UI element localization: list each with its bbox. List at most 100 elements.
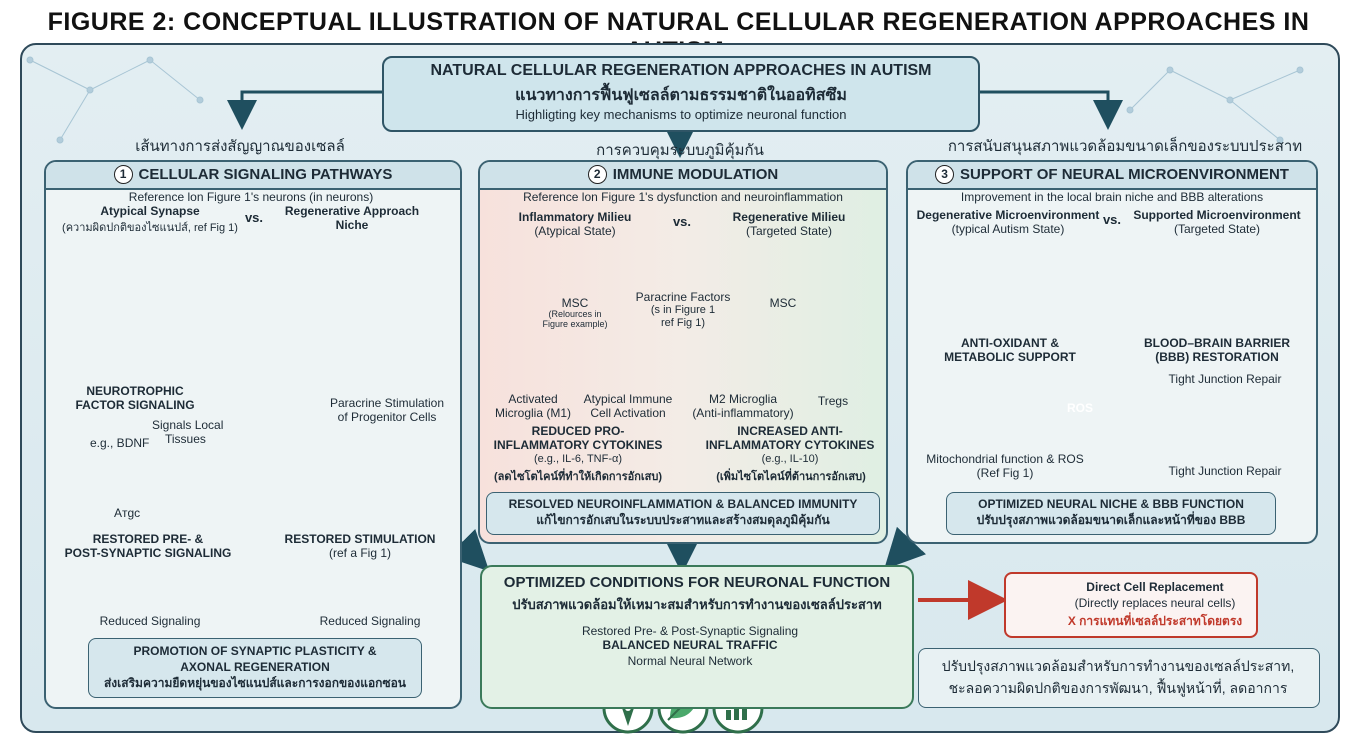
panel1-title-bar: 1 CELLULAR SIGNALING PATHWAYS — [46, 162, 460, 190]
panel3-summary: OPTIMIZED NEURAL NICHE & BBB FUNCTION ปร… — [946, 492, 1276, 535]
panel1-right-heading-2: Niche — [335, 218, 369, 232]
paracrine-factors-label: Paracrine Factors — [635, 290, 731, 304]
direct-replacement-sub: (Directly replaces neural cells) — [1074, 596, 1236, 610]
panel3-summary-line1: OPTIMIZED NEURAL NICHE & BBB FUNCTION — [978, 497, 1244, 511]
direct-replacement-title: Direct Cell Replacement — [1086, 580, 1224, 594]
bbb-label-1: BLOOD–BRAIN BARRIER — [1143, 336, 1290, 350]
panel2-reference: Reference lon Figure 1's dysfunction and… — [523, 190, 843, 204]
m1-label-1: Activated — [508, 392, 558, 406]
restored-stimulation-ref: (ref a Fig 1) — [328, 546, 391, 560]
network-decoration-right — [1126, 66, 1304, 144]
signals-label-2: Tissues — [165, 432, 206, 446]
panel3-right-heading: Supported Microenvironment — [1133, 208, 1301, 222]
center-title: OPTIMIZED CONDITIONS FOR NEURONAL FUNCTI… — [503, 574, 891, 591]
neurotrophic-label-2: FACTOR SIGNALING — [75, 398, 195, 412]
panel3-vs: vs. — [1102, 212, 1122, 227]
panel2-vs: vs. — [672, 214, 692, 229]
panel2-summary-line2: แก้ไขการอักเสบในระบบประสาทและสร้างสมดุลภ… — [536, 513, 830, 527]
direct-replacement-thai: X การแทนที่เซลล์ประสาทโดยตรง — [1067, 614, 1243, 628]
center-balanced-label: BALANCED NEURAL TRAFFIC — [602, 638, 778, 652]
restored-stimulation-label: RESTORED STIMULATION — [284, 532, 436, 546]
panel3-left-subheading: (typical Autism State) — [951, 222, 1065, 236]
paracrine-label-2: of Progenitor Cells — [337, 410, 437, 424]
increased-cytokines-1: INCREASED ANTI- — [737, 424, 843, 438]
panel2-title-bar: 2 IMMUNE MODULATION — [480, 162, 886, 190]
header-subtitle: Highligting key mechanisms to optimize n… — [515, 107, 847, 122]
network-decoration-left — [26, 56, 204, 144]
atypical-immune-label-1: Atypical Immune — [583, 392, 673, 406]
panel-cellular-signaling: 1 CELLULAR SIGNALING PATHWAYS — [44, 160, 462, 709]
center-title-thai: ปรับสภาพแวดล้อมให้เหมาะสมสำหรับการทำงานข… — [512, 597, 882, 612]
bbb-label-2: (BBB) RESTORATION — [1155, 350, 1279, 364]
reduced-signaling-right-label: Reduced Signaling — [319, 614, 421, 628]
msc-left-label: MSC — [561, 296, 589, 310]
panel3-left-heading: Degenerative Microenvironment — [916, 208, 1100, 222]
m2-label-1: M2 Microglia — [708, 392, 777, 406]
antioxidant-label-2: METABOLIC SUPPORT — [944, 350, 1076, 364]
panel1-vs: vs. — [244, 210, 264, 225]
panel2-right-heading: Regenerative Milieu — [732, 210, 846, 224]
panel2-right-subheading: (Targeted State) — [745, 224, 833, 238]
increased-cytokines-2: INFLAMMATORY CYTOKINES — [705, 438, 875, 452]
increased-cytokines-4: (เพิ่มไซโตไคน์ที่ต้านการอักเสบ) — [716, 471, 866, 483]
ros-label: ROS — [1066, 401, 1093, 415]
paracrine-label-1: Paracrine Stimulation — [329, 396, 445, 410]
panel3-summary-line2: ปรับปรุงสภาพแวดล้อมขนาดเล็กและหน้าที่ของ… — [976, 513, 1246, 527]
reduced-cytokines-1: REDUCED PRO- — [531, 424, 625, 438]
center-restored-label: Restored Pre- & Post-Synaptic Signaling — [581, 624, 799, 638]
panel3-right-subheading: (Targeted State) — [1173, 222, 1261, 236]
panel3-reference: Improvement in the local brain niche and… — [960, 190, 1264, 204]
tight-junction-bottom-label: Tight Junction Repair — [1168, 464, 1282, 478]
restored-signaling-label-2: POST-SYNAPTIC SIGNALING — [64, 546, 232, 560]
atypical-immune-label-2: Cell Activation — [590, 406, 666, 420]
panel2-number: 2 — [587, 165, 607, 184]
panel1-reference: Reference lon Figure 1's neurons (in neu… — [128, 190, 374, 204]
outcome-line2: ชะลอความผิดปกติของการพัฒนา, ฟื้นฟูหน้าที… — [948, 680, 1288, 696]
branch-label-middle: การควบคุมระบบภูมิคุ้มกัน — [596, 142, 764, 159]
increased-cytokines-3: (e.g., IL-10) — [761, 453, 819, 465]
branch-arrow-right — [976, 90, 1123, 130]
panel1-left-heading: Atypical Synapse — [100, 204, 200, 218]
atgc-label: Aᴛgc — [114, 506, 141, 520]
panel1-title: CELLULAR SIGNALING PATHWAYS — [138, 166, 393, 183]
mitochondrial-label-2: (Ref Fig 1) — [976, 466, 1034, 480]
panel-immune-modulation: 2 IMMUNE MODULATION — [478, 160, 888, 544]
header-title-thai: แนวทางการฟื้นฟูเซลล์ตามธรรมชาติในออทิสซึ… — [515, 87, 847, 104]
branch-arrow-left — [227, 90, 382, 130]
optimized-conditions-box — [480, 565, 914, 709]
panel1-number: 1 — [113, 165, 133, 184]
panel2-summary: RESOLVED NEUROINFLAMMATION & BALANCED IM… — [486, 492, 880, 535]
signals-label-1: Signals Local — [152, 418, 224, 432]
panel1-right-heading: Regenerative Approach — [284, 204, 420, 218]
panel2-left-subheading: (Atypical State) — [534, 224, 616, 238]
direct-replacement-box — [1004, 572, 1258, 638]
reduced-cytokines-2: INFLAMMATORY CYTOKINES — [493, 438, 663, 452]
panel3-number: 3 — [935, 165, 955, 184]
m2-label-2: (Anti-inflammatory) — [692, 406, 794, 420]
branch-label-right: การสนับสนุนสภาพแวดล้อมขนาดเล็กของระบบประ… — [947, 138, 1303, 155]
outcome-line1: ปรับปรุงสภาพแวดล้อมสำหรับการทำงานของเซลล… — [941, 658, 1295, 674]
m1-label-2: Microglia (M1) — [494, 406, 571, 420]
outcome-box — [918, 648, 1320, 708]
header-title: NATURAL CELLULAR REGENERATION APPROACHES… — [430, 62, 932, 79]
panel1-summary-line1: PROMOTION OF SYNAPTIC PLASTICITY & — [133, 644, 377, 658]
tight-junction-top-label: Tight Junction Repair — [1168, 372, 1282, 386]
converge-arrow-right — [884, 526, 927, 570]
restored-signaling-label-1: RESTORED PRE- & — [92, 532, 204, 546]
mitochondrial-label-1: Mitochondrial function & ROS — [926, 452, 1084, 466]
msc-note-1: (Relources in — [548, 309, 602, 319]
panel1-summary-line2: AXONAL REGENERATION — [180, 660, 330, 674]
reduced-signaling-left-label: Reduced Signaling — [99, 614, 201, 628]
branch-label-left: เส้นทางการส่งสัญญาณของเซลล์ — [135, 138, 345, 155]
center-normal-label: Normal Neural Network — [627, 654, 753, 668]
panel2-summary-line1: RESOLVED NEUROINFLAMMATION & BALANCED IM… — [508, 497, 858, 511]
panel1-left-subheading: (ความผิดปกติของไซแนปส์, ref Fig 1) — [62, 222, 238, 234]
panel2-title: IMMUNE MODULATION — [612, 166, 779, 183]
panel1-summary-line3: ส่งเสริมความยืดหยุ่นของไซแนปส์และการงอกข… — [103, 676, 407, 690]
bdnf-label: e.g., BDNF — [90, 436, 150, 450]
paracrine-note-2: ref Fig 1) — [660, 317, 705, 329]
panel1-summary: PROMOTION OF SYNAPTIC PLASTICITY & AXONA… — [88, 638, 422, 698]
reduced-cytokines-4: (ลดไซโตไคน์ที่ทำให้เกิดการอักเสบ) — [493, 471, 662, 483]
